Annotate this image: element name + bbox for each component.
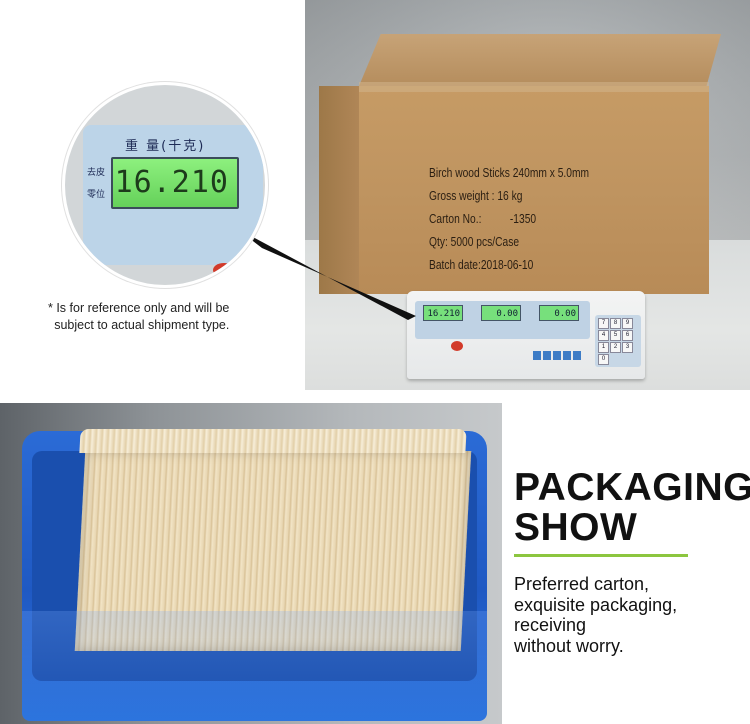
reference-note-line: * Is for reference only and will be <box>48 301 230 315</box>
sticks-in-bag-photo <box>0 403 502 724</box>
scale-key: 7 <box>598 318 609 329</box>
description-line: exquisite packaging, <box>514 594 678 615</box>
tare-label: 去皮 <box>87 168 106 178</box>
weight-reading: 16.210 <box>114 165 229 200</box>
carton-top <box>359 34 721 86</box>
weighing-scale: 16.210 0.00 0.00 7 8 9 4 5 6 1 2 3 0 <box>407 291 645 379</box>
scale-key: 2 <box>610 342 621 353</box>
carton-side <box>319 86 359 294</box>
scale-key: 0 <box>598 354 609 365</box>
zero-label: 零位 <box>87 190 106 200</box>
scale-display-panel: 16.210 0.00 0.00 <box>415 301 590 339</box>
stick-ends <box>79 429 467 453</box>
scale-key: 1 <box>598 342 609 353</box>
magnified-weight-lcd: 16.210 <box>111 157 239 209</box>
carton-label-line: Birch wood Sticks 240mm x 5.0mm <box>429 166 590 180</box>
scale-weight-lcd: 16.210 <box>423 305 463 321</box>
title-line: SHOW <box>514 506 638 549</box>
title-line: PACKAGING <box>514 466 750 509</box>
description-line: Preferred carton, <box>514 574 650 594</box>
carton-on-scale-photo: Birch wood Sticks 240mm x 5.0mm Gross we… <box>305 0 750 390</box>
bag-sheen <box>22 611 487 721</box>
carton-label-line: Qty: 5000 pcs/Case <box>429 235 520 249</box>
scale-key: 9 <box>622 318 633 329</box>
scale-price-lcd: 0.00 <box>481 305 521 321</box>
packing-tape <box>359 82 709 92</box>
description-line: without worry. <box>514 635 624 656</box>
carton-front <box>359 86 709 294</box>
packaging-description: Preferred carton, exquisite packaging, r… <box>514 574 677 656</box>
scale-key: 3 <box>622 342 633 353</box>
scale-keypad: 7 8 9 4 5 6 1 2 3 0 <box>595 315 641 367</box>
carton-label-line: Carton No.: -1350 <box>429 212 537 226</box>
scale-function-buttons <box>533 347 589 360</box>
weight-kg-label: 重 量(千克) <box>125 139 206 154</box>
blue-plastic-bag <box>22 429 487 721</box>
scale-key: 8 <box>610 318 621 329</box>
reference-note-line: subject to actual shipment type. <box>54 318 230 332</box>
carton-label-line: Batch date:2018-06-10 <box>429 258 534 272</box>
accent-divider <box>514 554 688 557</box>
scale-brand-icon <box>213 263 235 277</box>
reference-note: * Is for reference only and will be subj… <box>48 300 229 334</box>
scale-logo-icon <box>451 341 463 351</box>
scale-key: 5 <box>610 330 621 341</box>
carton-label: Birch wood Sticks 240mm x 5.0mm Gross we… <box>429 162 589 277</box>
shipping-carton: Birch wood Sticks 240mm x 5.0mm Gross we… <box>319 34 729 296</box>
scale-key: 6 <box>622 330 633 341</box>
scale-display-magnifier: 重 量(千克) 去皮 零位 16.210 <box>62 82 268 288</box>
carton-label-line: Gross weight : 16 kg <box>429 189 523 203</box>
magnified-panel: 重 量(千克) 去皮 零位 16.210 <box>83 125 263 265</box>
scale-total-lcd: 0.00 <box>539 305 579 321</box>
scale-key: 4 <box>598 330 609 341</box>
packaging-show-title: PACKAGING SHOW <box>514 468 750 548</box>
description-line: receiving <box>514 615 587 635</box>
